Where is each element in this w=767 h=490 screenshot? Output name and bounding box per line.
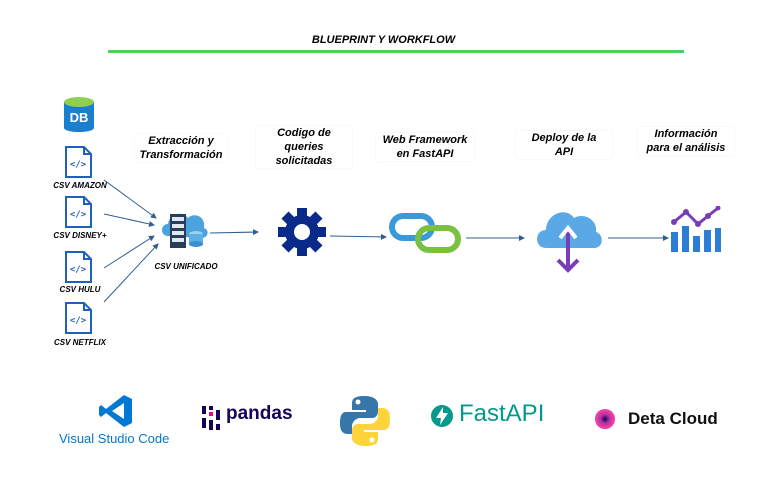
database-icon: DB xyxy=(62,96,96,132)
link-icon xyxy=(388,210,464,256)
svg-text:</>: </> xyxy=(70,265,87,275)
title-underline xyxy=(108,50,684,53)
csv-unified-label: CSV UNIFICADO xyxy=(154,262,218,271)
csv-netflix-file-icon: </> xyxy=(64,302,92,334)
arrow-hulu-to-unified xyxy=(103,235,155,269)
stage-extraction-label: Extracción y Transformación xyxy=(135,134,227,162)
csv-amazon-label: CSV AMAZON xyxy=(53,181,107,190)
analytics-chart-icon xyxy=(670,206,722,254)
svg-text:</>: </> xyxy=(70,210,87,220)
fastapi-logo-icon xyxy=(430,404,454,428)
vscode-logo-text: Visual Studio Code xyxy=(59,431,170,446)
arrow-amazon-to-unified xyxy=(103,179,157,219)
vscode-logo-icon xyxy=(98,393,134,429)
svg-text:</>: </> xyxy=(70,160,87,170)
fastapi-logo-text: FastAPI xyxy=(459,400,545,427)
diagram-title: BLUEPRINT Y WORKFLOW xyxy=(311,34,456,46)
arrow-unified-to-queries xyxy=(209,229,259,236)
deta-logo-text: Deta Cloud xyxy=(628,409,718,428)
arrow-netflix-to-unified xyxy=(103,243,159,303)
csv-amazon-file-icon: </> xyxy=(64,146,92,178)
csv-disney-file-icon: </> xyxy=(64,196,92,228)
csv-hulu-label: CSV HULU xyxy=(59,285,101,294)
stage-fastapi-label: Web Framework en FastAPI xyxy=(376,133,474,161)
pandas-logo-icon xyxy=(201,404,221,432)
svg-text:DB: DB xyxy=(70,110,89,125)
arrow-disney-to-unified xyxy=(103,213,155,227)
arrow-queries-to-fastapi xyxy=(329,233,387,240)
csv-netflix-label: CSV NETFLIX xyxy=(53,338,106,347)
pandas-logo-text: pandas xyxy=(226,403,293,424)
csv-hulu-file-icon: </> xyxy=(64,251,92,283)
deta-logo-icon xyxy=(594,408,616,430)
cloud-upload-icon xyxy=(532,198,604,274)
stage-analysis-label: Información para el análisis xyxy=(638,127,734,155)
csv-disney-label: CSV DISNEY+ xyxy=(53,231,107,240)
gear-icon xyxy=(276,206,328,258)
stage-deploy-label: Deploy de la API xyxy=(516,131,612,159)
stage-queries-label: Codigo de queries solicitadas xyxy=(256,126,352,168)
cloud-server-icon xyxy=(158,206,210,252)
python-logo-icon xyxy=(338,394,392,448)
svg-text:</>: </> xyxy=(70,316,87,326)
